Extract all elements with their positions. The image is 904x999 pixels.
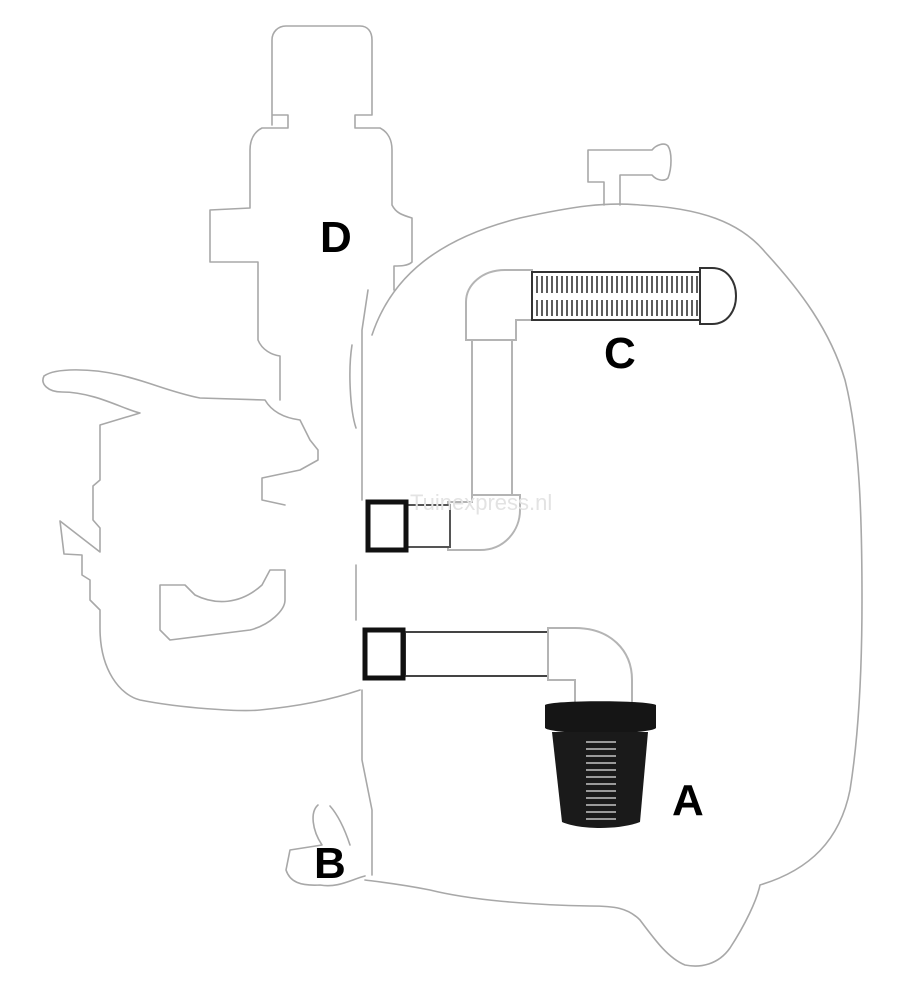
upper-elbow-top (465, 269, 533, 341)
upper-riser-pipe (471, 339, 513, 501)
strainer-ribs (586, 741, 616, 820)
watermark-text: Tuinexpress.nl (410, 490, 552, 515)
upper-elbow-bottom (447, 494, 521, 551)
neck-mark (349, 344, 357, 429)
tank-neck-outline (361, 289, 373, 876)
strainer-collar (545, 701, 656, 734)
strainer-basket (545, 701, 656, 828)
diffuser-lateral (531, 267, 738, 325)
strainer-body (552, 732, 648, 828)
lower-elbow (547, 627, 633, 706)
valve-inner-cutout (159, 569, 286, 641)
air-relief-valve-outline (587, 143, 672, 206)
label-c: C (604, 329, 636, 378)
label-b: B (314, 839, 346, 888)
lower-connector (362, 627, 406, 681)
lower-horizontal-pipe (404, 631, 551, 677)
drain-valve-outline (285, 804, 366, 887)
label-a: A (672, 776, 704, 825)
valve-body-outline (42, 369, 361, 712)
diffuser-slots (536, 276, 698, 316)
diffuser-end-cap (699, 267, 738, 325)
multiport-valve-outline (209, 25, 413, 401)
filter-tank-outline (364, 203, 863, 967)
upper-connector (365, 499, 409, 553)
label-d: D (320, 213, 352, 262)
